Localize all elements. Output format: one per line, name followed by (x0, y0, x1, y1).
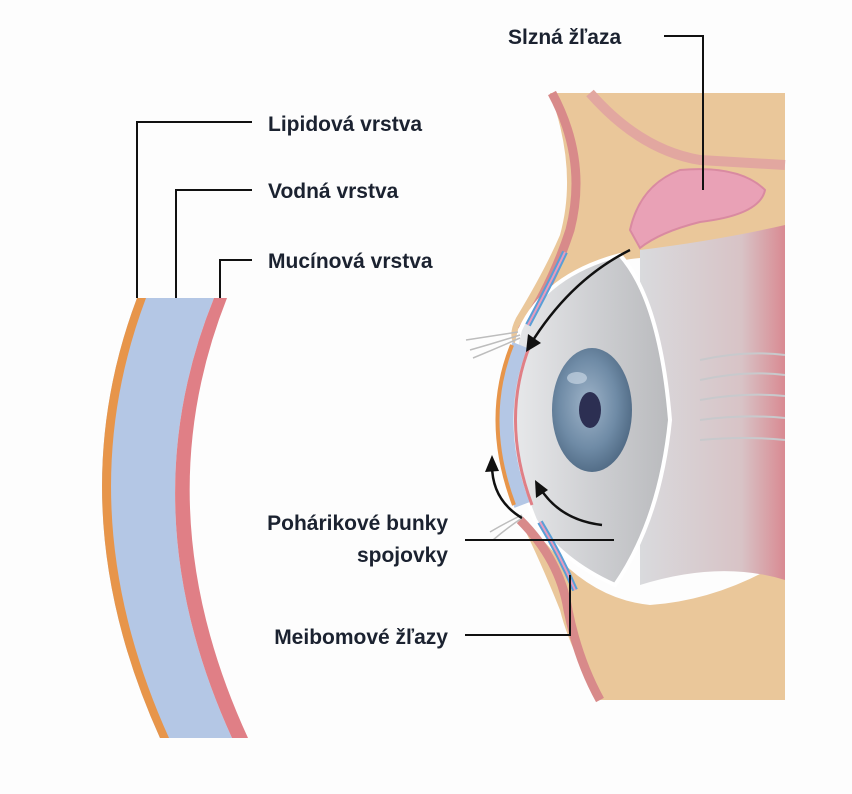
upper-eyelid-pink-band (586, 89, 786, 170)
leader-lines (136, 35, 704, 636)
cornea-tear-film (497, 342, 530, 508)
leader-lacrimal (664, 35, 704, 190)
arrow-lacrimal-to-cornea (528, 248, 631, 346)
arrow-goblet-to-cornea (538, 487, 603, 527)
cornea-mucin-edge (514, 344, 534, 506)
cornea-lipid-edge (495, 344, 516, 506)
lower-eyelid-skin-stripe (516, 516, 604, 703)
label-goblet-cells-line2: spojovky (357, 544, 448, 567)
mucin-layer (175, 298, 248, 738)
eye-anatomy (465, 89, 786, 703)
label-goblet-cells-line1: Pohárikové bunky (267, 512, 448, 535)
iris-highlight (567, 372, 587, 384)
pupil (579, 392, 601, 428)
leader-mucin (219, 259, 252, 298)
label-lipid-layer: Lipidová vrstva (268, 113, 422, 136)
leader-meibomian (465, 575, 571, 636)
label-aqueous-layer: Vodná vrstva (268, 180, 399, 203)
leader-lipid (136, 121, 252, 298)
lipid-layer (102, 298, 169, 738)
label-lacrimal-gland: Slzná žľaza (508, 26, 621, 49)
tear-film-cross-section (102, 298, 248, 738)
label-meibomian-glands: Meibomové žľazy (274, 626, 448, 649)
label-mucin-layer: Mucínová vrstva (268, 250, 433, 273)
lower-eyelid-tissue (520, 520, 785, 700)
aqueous-layer (102, 298, 233, 738)
lacrimal-gland (628, 168, 767, 250)
leader-aqueous (175, 189, 252, 298)
eye-muscle (640, 225, 785, 585)
muscle-striations (699, 352, 786, 441)
arrow-heads (485, 334, 548, 498)
labels: Lipidová vrstva Vodná vrstva Mucínová vr… (267, 26, 621, 649)
